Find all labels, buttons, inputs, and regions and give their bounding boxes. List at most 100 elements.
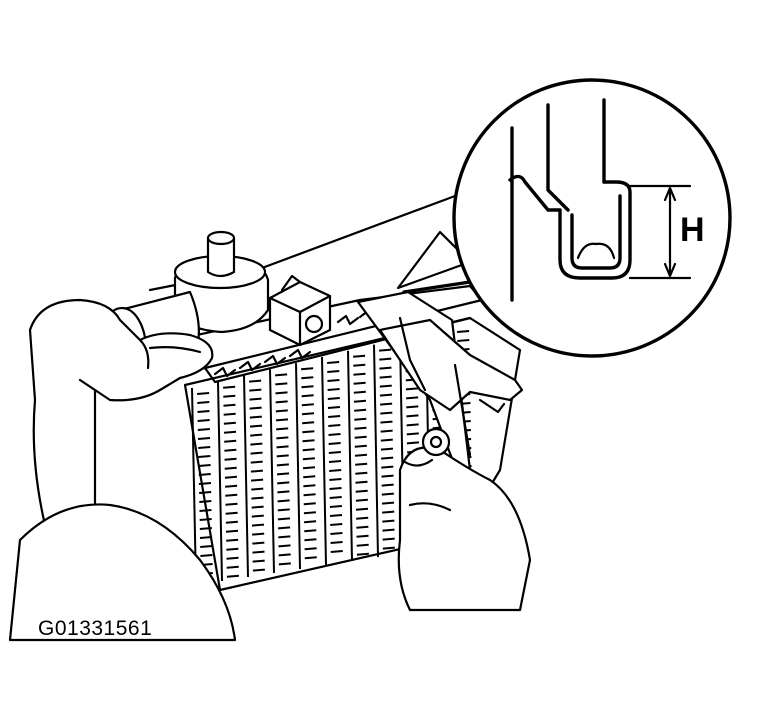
fin-dash <box>197 392 210 395</box>
fin-dash <box>278 526 291 530</box>
fin-dash <box>330 541 343 544</box>
fin-dash <box>327 397 340 400</box>
fin-dash <box>275 382 288 386</box>
fin-tube <box>321 356 327 566</box>
fin-dash <box>275 400 288 404</box>
fin-dash <box>226 574 239 578</box>
right-hand <box>397 427 532 612</box>
fin-dash <box>330 523 343 526</box>
left-sleeve <box>8 503 237 642</box>
fin-dash <box>381 456 394 460</box>
fin-dash <box>225 529 239 533</box>
fin-dash <box>353 363 366 367</box>
fin-dash <box>382 537 395 541</box>
fin-dash <box>303 475 316 479</box>
fin-dash <box>328 442 341 445</box>
fin-dash <box>225 502 238 506</box>
fin-dash <box>304 520 317 524</box>
fin-dash <box>381 465 394 469</box>
fin-dash <box>198 473 211 476</box>
fin-dash <box>226 565 239 569</box>
fin-dash <box>327 406 341 409</box>
fin-dash <box>252 532 265 536</box>
fin-dash <box>198 446 211 449</box>
fin-dash <box>251 478 264 482</box>
fin-dash <box>198 464 211 467</box>
fin-dash <box>381 501 395 505</box>
fin-dash <box>382 528 395 532</box>
fin-dash <box>276 427 289 431</box>
fin-dash <box>457 330 470 333</box>
fin-dash <box>223 385 236 389</box>
fin-dash <box>250 460 263 464</box>
fin-dash <box>382 546 395 550</box>
fin-dash <box>327 388 340 391</box>
fin-dash <box>277 481 290 485</box>
left-hand <box>28 298 214 533</box>
fin-dash <box>225 484 238 488</box>
fin-dash <box>275 391 288 395</box>
fin-dash <box>355 471 368 475</box>
fin-dash <box>302 448 315 452</box>
fin-dash <box>225 520 238 524</box>
fin-dash <box>200 545 213 548</box>
fin-dash <box>381 474 394 478</box>
fin-dash <box>301 385 314 389</box>
fin-dash <box>301 367 314 371</box>
fin-dash <box>327 379 340 382</box>
fin-dash <box>225 511 238 515</box>
fin-dash <box>226 538 239 542</box>
fin-tube <box>347 350 353 562</box>
fin-dash <box>380 447 394 451</box>
fin-dash <box>380 402 393 406</box>
fin-dash <box>249 388 262 392</box>
fin-dash <box>251 505 264 509</box>
fin-dash <box>381 483 394 487</box>
fin-dash <box>278 553 291 557</box>
fin-dash <box>379 348 392 352</box>
fin-dash <box>224 457 237 461</box>
fin-dash <box>197 410 210 413</box>
fin-dash <box>304 529 317 533</box>
fin-dash <box>252 559 265 563</box>
fin-dash <box>252 568 265 572</box>
fin-dash <box>224 466 237 470</box>
fin-dash <box>304 538 317 542</box>
fin-dash <box>353 354 366 358</box>
fin-dash <box>380 429 393 433</box>
fin-dash <box>224 448 237 452</box>
fin-dash <box>354 417 367 421</box>
fin-dash <box>355 462 368 466</box>
fin-dash <box>301 403 314 407</box>
fin-tube <box>373 344 379 558</box>
fin-dash <box>329 496 342 499</box>
fin-dash <box>199 527 212 530</box>
fin-dash <box>353 381 366 385</box>
fin-dash <box>379 393 393 397</box>
fin-dash <box>198 482 212 485</box>
fin-dash <box>249 379 262 383</box>
fin-dash <box>355 489 368 493</box>
fin-dash <box>252 550 265 554</box>
fin-dash <box>278 544 291 548</box>
fin-dash <box>354 453 368 457</box>
fin-dash <box>329 469 342 472</box>
fin-tube <box>243 375 249 578</box>
fin-dash <box>250 433 263 437</box>
fin-dash <box>276 463 289 467</box>
figure-code: G01331561 <box>38 617 153 640</box>
fin-dash <box>330 532 343 535</box>
fin-dash <box>249 424 263 428</box>
fin-dash <box>354 435 367 439</box>
fin-dash <box>225 493 238 497</box>
fin-dash <box>379 375 392 379</box>
fin-dash <box>277 490 290 494</box>
fin-dash <box>355 498 368 502</box>
fin-dash <box>328 433 341 436</box>
fin-dash <box>197 419 210 422</box>
fin-dash <box>406 441 420 445</box>
fin-dash <box>379 357 392 361</box>
fin-dash <box>379 366 392 370</box>
fin-dash <box>223 403 236 407</box>
fin-dash <box>329 505 342 508</box>
